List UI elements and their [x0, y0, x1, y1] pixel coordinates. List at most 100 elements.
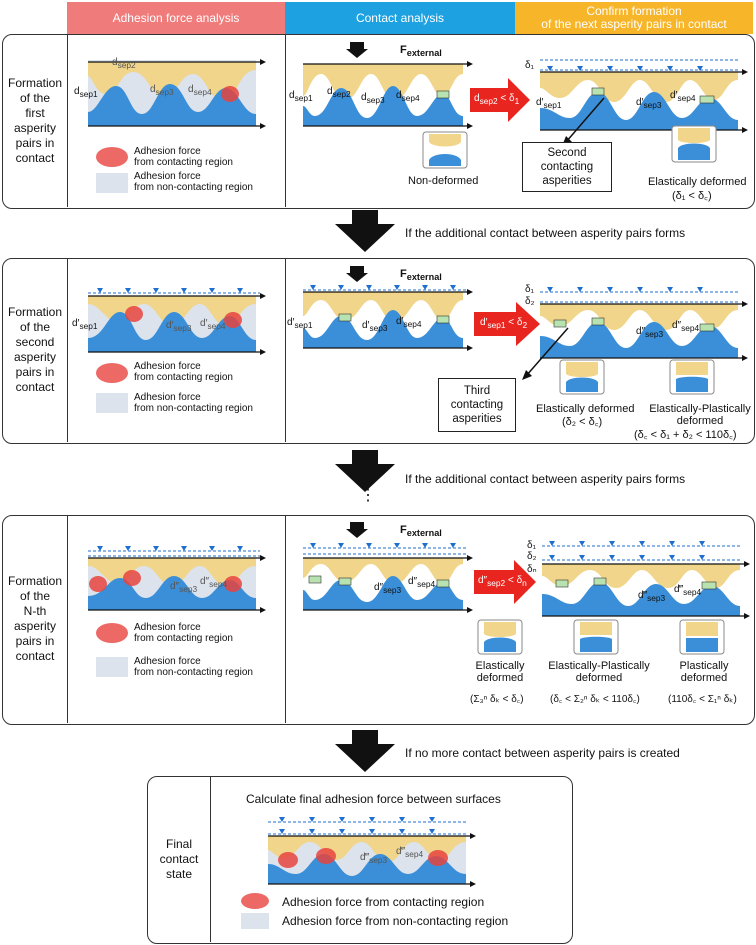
header-contact-analysis: Contact analysis	[285, 2, 515, 34]
transition-text-3: If no more contact between asperity pair…	[405, 746, 680, 760]
stageN-elastic-label: Elastically deformed	[475, 660, 525, 684]
stage1-zoom-elastic	[671, 125, 717, 163]
stageN-zoom-elastic	[477, 619, 523, 655]
stage2-ep-label: Elastically-Plastically deformed	[649, 403, 751, 427]
legend-noncontacting-text-final: Adhesion force from non-contacting regio…	[282, 914, 509, 928]
stage2-contact-dsep1: d′sep1	[287, 317, 313, 330]
stage2-confirm-surface	[540, 282, 748, 361]
legend-contacting-text-final: Adhesion force from contacting region	[282, 895, 485, 909]
stageN-zoom-plastic	[679, 619, 725, 655]
legend-noncontacting-text: Adhesion force from non-contacting regio…	[134, 656, 253, 678]
ellipsis: ⋮	[360, 487, 376, 504]
stage1-contact-dsep4: dsep4	[396, 90, 420, 103]
stage1-dsep4: dsep4	[188, 84, 212, 97]
stage2-elastic-label: Elastically deformed	[536, 403, 635, 415]
legend-contacting-text: Adhesion force from contacting region	[134, 622, 233, 644]
stageN-condition-arrow	[474, 560, 536, 604]
stage2-confirm-dsep4: d″sep4	[672, 320, 700, 333]
stage2-elastic-cond: (δ₂ < δ꜀)	[562, 416, 603, 428]
stage1-delta1: δ₁	[525, 60, 534, 71]
stage2-condition-text: d′sep1 < δ2	[480, 317, 528, 330]
stageN-label: Formation of the N-th asperity pairs in …	[7, 574, 63, 663]
legend-contacting-swatch	[241, 893, 269, 909]
stageN-ep-label: Elastically-Plastically deformed	[548, 660, 650, 684]
legend-noncontacting-swatch	[96, 657, 128, 677]
stage2-confirm-dsep3: d″sep3	[636, 326, 664, 339]
stage2-third-box: Third contacting asperities	[438, 378, 516, 432]
final-dsep3: d‴sep3	[360, 852, 388, 865]
stageN-deltan: δₙ	[527, 564, 537, 575]
stageN-sum-plastic: (110δ꜀ < Σ₁ⁿ δₖ)	[668, 694, 737, 705]
down-arrow-icon	[335, 210, 395, 252]
stage1-second-box: Second contacting asperities	[522, 142, 612, 192]
stageN-sum-elastic: (Σ₃ⁿ δₖ < δ꜀)	[470, 694, 524, 705]
stageN-dsep4: d″sep4	[200, 576, 228, 589]
stage1-dsep2: dsep2	[112, 57, 136, 70]
down-arrow-icon	[335, 450, 395, 492]
stage1-dsep1: dsep1	[74, 86, 98, 99]
stage2-contact-dsep4: d′sep4	[396, 316, 422, 329]
stage2-label: Formation of the second asperity pairs i…	[7, 305, 63, 394]
final-label: Final contact state	[159, 836, 199, 881]
header-confirm-formation: Confirm formation of the next asperity p…	[515, 2, 753, 34]
stage1-f-external	[346, 40, 394, 59]
stage2-delta1: δ₁	[525, 284, 534, 295]
stageN-f-external	[346, 520, 394, 539]
stage1-contact-dsep3: dsep3	[361, 92, 385, 105]
final-title: Calculate final adhesion force between s…	[246, 792, 501, 806]
stageN-contact-dsep4: d″sep4	[408, 576, 436, 589]
stage2-ep-cond: (δ꜀ < δ₁ + δ₂ < 110δ꜀)	[634, 429, 737, 441]
stage1-confirm-surface	[540, 59, 748, 133]
stage2-zoom-elastic	[559, 359, 605, 395]
stageN-f-label: Fexternal	[400, 524, 442, 539]
stageN-confirm-dsep4: d‴sep4	[674, 584, 702, 597]
legend-noncontacting-text: Adhesion force from non-contacting regio…	[134, 392, 253, 414]
stageN-delta2: δ₂	[527, 551, 537, 562]
final-surface	[268, 812, 476, 887]
stage2-pointer-line	[522, 327, 569, 380]
transition-text-2: If the additional contact between asperi…	[405, 472, 686, 486]
stage1-elastic-label: Elastically deformed	[648, 176, 747, 188]
stage2-dsep1: d′sep1	[72, 318, 98, 331]
stage1-confirm-dsep4: d′sep4	[670, 90, 696, 103]
stage1-dsep3: dsep3	[150, 84, 174, 97]
stage1-confirm-dsep3: d′sep3	[636, 97, 662, 110]
legend-contacting-swatch	[96, 363, 128, 383]
legend-noncontacting-swatch	[241, 913, 269, 929]
stageN-delta1: δ₁	[527, 540, 536, 551]
stageN-contact-surface	[303, 538, 473, 613]
stage1-label: Formation of the first asperity pairs in…	[7, 75, 63, 165]
legend-contacting-text: Adhesion force from contacting region	[134, 361, 233, 383]
legend-noncontacting-swatch	[96, 393, 128, 413]
stageN-dsep3: d″sep3	[170, 581, 198, 594]
stage1-f-label: Fexternal	[400, 44, 442, 59]
legend-contacting-text: Adhesion force from contacting region	[134, 146, 233, 168]
stage2-f-external	[346, 264, 394, 283]
stage2-dsep4: d′sep4	[200, 318, 226, 331]
stage2-delta2: δ₂	[525, 296, 535, 307]
legend-contacting-swatch	[96, 147, 128, 167]
stage1-contact-surface	[303, 61, 473, 129]
stage2-f-label: Fexternal	[400, 268, 442, 283]
stageN-contact-dsep3: d″sep3	[374, 582, 402, 595]
stageN-zoom-ep	[573, 619, 619, 655]
legend-contacting-swatch	[96, 623, 128, 643]
stage2-zoom-ep	[669, 359, 715, 395]
stage1-condition-arrow	[470, 78, 530, 122]
stage2-contact-dsep3: d′sep3	[362, 320, 388, 333]
stageN-sum-ep: (δ꜀ < Σ₂ⁿ δₖ < 110δ꜀)	[550, 694, 640, 705]
transition-text-1: If the additional contact between asperi…	[405, 226, 686, 240]
header-adhesion-analysis: Adhesion force analysis	[67, 2, 285, 34]
stage1-contact-dsep2: dsep2	[327, 86, 351, 99]
stageN-adhesion-surface	[88, 540, 266, 613]
legend-noncontacting-text: Adhesion force from non-contacting regio…	[134, 171, 253, 193]
down-arrow-icon	[335, 730, 395, 772]
stage1-confirm-dsep1: d′sep1	[536, 97, 562, 110]
stage1-zoom-nondeformed	[422, 131, 468, 169]
stage2-condition-arrow	[474, 302, 540, 346]
final-dsep4: d‴sep4	[396, 846, 424, 859]
stageN-confirm-dsep3: d‴sep3	[638, 590, 666, 603]
stage1-elastic-cond: (δ₁ < δ꜀)	[672, 190, 712, 202]
stageN-confirm-surface	[542, 536, 750, 619]
stage2-dsep3: d′sep3	[166, 320, 192, 333]
